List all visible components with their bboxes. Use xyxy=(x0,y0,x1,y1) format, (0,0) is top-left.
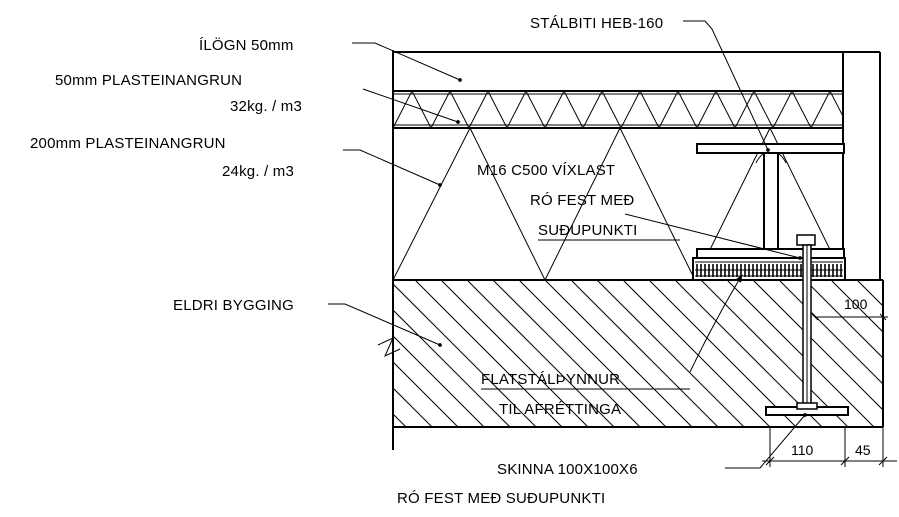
label-plast50-line2: 32kg. / m3 xyxy=(230,98,302,115)
wall-outline xyxy=(392,50,884,450)
dimension-100: 100 xyxy=(844,296,868,312)
break-symbol xyxy=(377,336,401,358)
insulation-50mm-pattern xyxy=(393,91,843,128)
label-skinna-line2: RÓ FEST MEÐ SUÐUPUNKTI xyxy=(397,490,605,507)
label-eldri: ELDRI BYGGING xyxy=(173,297,294,314)
label-m16-line3: SUÐUPUNKTI xyxy=(538,222,638,239)
label-plast200-line2: 24kg. / m3 xyxy=(222,163,294,180)
label-plast50-line1: 50mm PLASTEINANGRUN xyxy=(55,72,242,89)
leader-lines xyxy=(328,20,807,469)
label-m16-line1: M16 C500 VÍXLAST xyxy=(477,162,615,179)
label-plast200-line1: 200mm PLASTEINANGRUN xyxy=(30,135,226,152)
existing-building-hatch xyxy=(393,280,883,427)
label-flatstal-line2: TIL AFRÉTTINGA xyxy=(499,401,621,418)
label-m16-line2: RÓ FEST MEÐ xyxy=(530,192,634,209)
dimension-110: 110 xyxy=(791,442,814,458)
label-flatstal-line1: FLATSTÁLÞYNNUR xyxy=(481,371,620,388)
flat-steel-shims xyxy=(692,257,846,281)
steel-beam-heb160 xyxy=(696,143,845,259)
bottom-plate-100x100x6 xyxy=(765,402,849,416)
dimension-45: 45 xyxy=(855,442,871,458)
label-stalbiti: STÁLBITI HEB-160 xyxy=(530,15,663,32)
label-skinna-line1: SKINNA 100X100X6 xyxy=(497,461,638,478)
dimension-lines xyxy=(762,313,897,467)
label-ilogn: ÍLÖGN 50mm xyxy=(199,36,294,54)
